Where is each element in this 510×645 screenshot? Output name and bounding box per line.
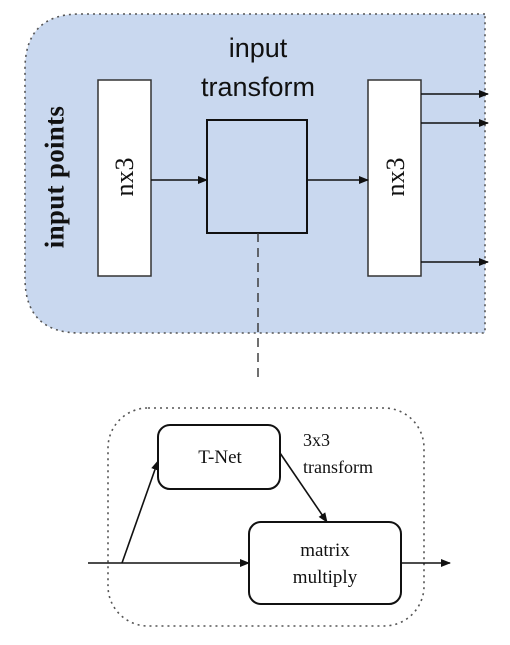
arrow-tnet-to-multiply: [279, 452, 328, 523]
tnet-output-label: 3x3 transform: [303, 427, 373, 481]
arrow-to-tnet: [121, 460, 159, 564]
transform-title: input transform: [201, 29, 315, 107]
matrix-multiply-line1: matrix: [300, 540, 350, 561]
input-nx3-block: [97, 79, 152, 277]
output-nx3-label: nx3: [381, 157, 410, 197]
input-points-label: input points: [39, 105, 70, 249]
tnet-box: [157, 424, 281, 490]
matrix-multiply-line2: multiply: [292, 567, 358, 588]
transform-title-line2: transform: [200, 72, 316, 102]
input-nx3-label: nx3: [110, 157, 139, 197]
matrix-multiply-label: matrix multiply: [293, 537, 357, 591]
transform-title-line1: input: [228, 33, 288, 63]
detail-panel: [107, 407, 425, 627]
tnet-output-line1: 3x3: [303, 430, 330, 450]
tnet-label: T-Net: [198, 447, 242, 468]
transform-box: [206, 119, 308, 234]
tnet-output-line2: transform: [303, 457, 373, 477]
output-nx3-block: [367, 79, 422, 277]
